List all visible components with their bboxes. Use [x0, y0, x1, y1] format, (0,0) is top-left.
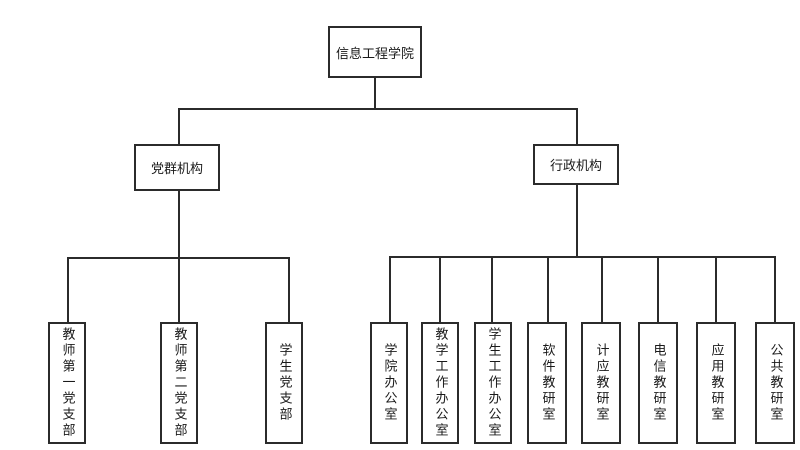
connector-to-admin-branch — [576, 108, 578, 144]
admin-unit-label: 应用教研室 — [708, 343, 724, 423]
connector-admin-child-7 — [715, 256, 717, 323]
connector-admin-child-4 — [547, 256, 549, 323]
connector-admin-child-8 — [774, 256, 776, 323]
admin-unit-node: 电信教研室 — [638, 322, 678, 444]
branch-label-admin: 行政机构 — [549, 159, 602, 174]
root-node: 信息工程学院 — [328, 26, 422, 78]
party-unit-node: 教师第一党支部 — [48, 322, 86, 444]
admin-unit-node: 应用教研室 — [696, 322, 736, 444]
branch-node-party: 党群机构 — [134, 144, 220, 191]
party-unit-node: 教师第二党支部 — [160, 322, 198, 444]
admin-unit-label: 软件教研室 — [539, 343, 555, 423]
connector-admin-child-2 — [439, 256, 441, 323]
connector-to-party-branch — [178, 108, 180, 144]
connector-party-child-2 — [178, 257, 180, 323]
admin-unit-node: 公共教研室 — [755, 322, 795, 444]
party-unit-label: 教师第一党支部 — [59, 327, 75, 439]
connector-admin-child-3 — [491, 256, 493, 323]
admin-unit-node: 教学工作办公室 — [421, 322, 459, 444]
connector-party-child-3 — [288, 257, 290, 323]
party-unit-node: 学生党支部 — [265, 322, 303, 444]
connector-root-down — [374, 77, 376, 109]
admin-unit-node: 计应教研室 — [581, 322, 621, 444]
admin-unit-label: 学院办公室 — [381, 343, 397, 423]
connector-admin-bar — [389, 256, 776, 258]
branch-node-admin: 行政机构 — [533, 144, 619, 185]
connector-admin-child-6 — [657, 256, 659, 323]
admin-unit-label: 公共教研室 — [767, 343, 783, 423]
party-unit-label: 教师第二党支部 — [171, 327, 187, 439]
admin-unit-node: 软件教研室 — [527, 322, 567, 444]
party-unit-label: 学生党支部 — [276, 343, 292, 423]
admin-unit-label: 学生工作办公室 — [485, 327, 501, 439]
connector-party-child-1 — [67, 257, 69, 323]
branch-label-party: 党群机构 — [150, 162, 203, 177]
admin-unit-label: 教学工作办公室 — [432, 327, 448, 439]
admin-unit-label: 计应教研室 — [593, 343, 609, 423]
connector-admin-child-1 — [389, 256, 391, 323]
connector-party-down — [178, 190, 180, 258]
root-label: 信息工程学院 — [335, 46, 414, 62]
admin-unit-node: 学院办公室 — [370, 322, 408, 444]
admin-unit-label: 电信教研室 — [650, 343, 666, 423]
admin-unit-node: 学生工作办公室 — [474, 322, 512, 444]
connector-branches-bar — [178, 108, 578, 110]
connector-admin-child-5 — [601, 256, 603, 323]
connector-admin-down — [576, 184, 578, 258]
